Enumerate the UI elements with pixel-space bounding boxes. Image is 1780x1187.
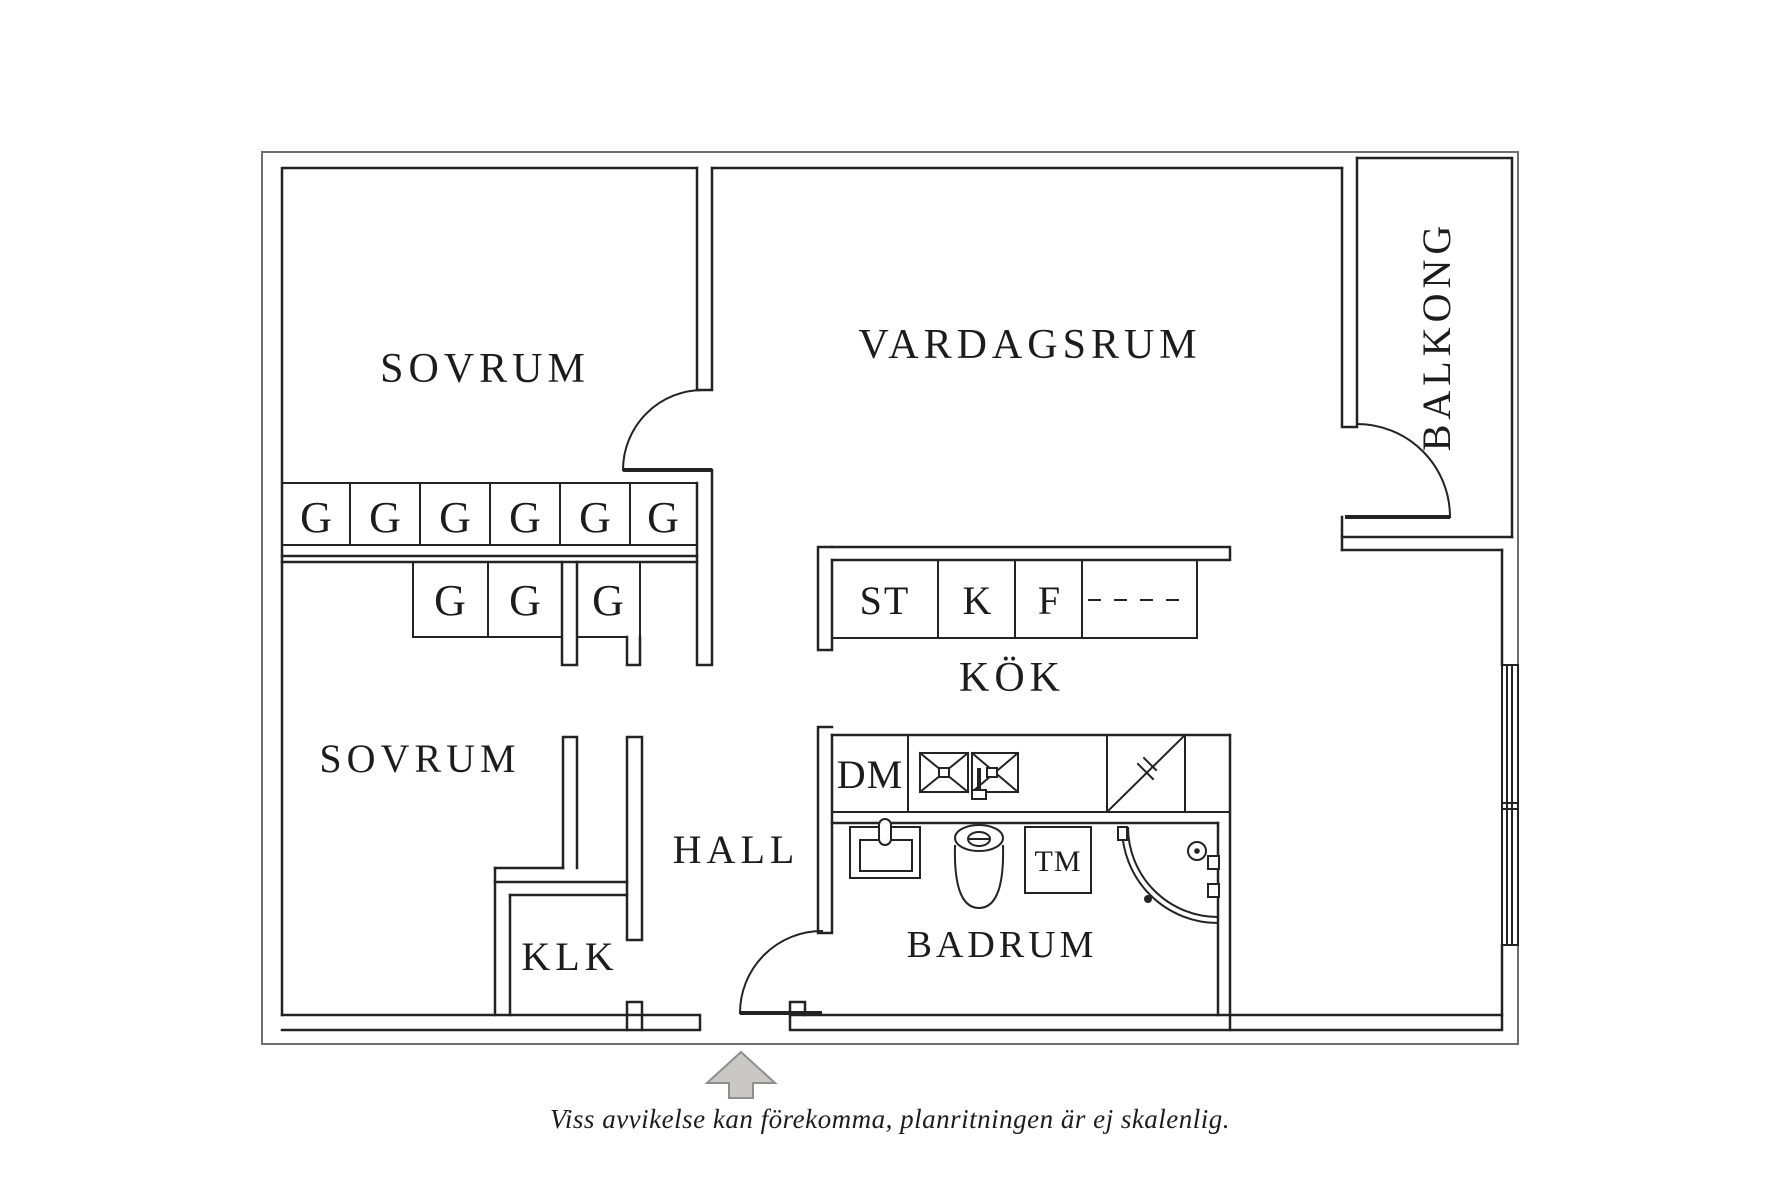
wardrobe-g-8: G: [509, 576, 541, 625]
room-label-living-room: VARDAGSRUM: [858, 322, 1201, 368]
kitchen-sink: [918, 751, 1020, 800]
room-label-kitchen: KÖK: [959, 655, 1065, 701]
room-label-hall: HALL: [673, 827, 800, 872]
wardrobe-g-3: G: [439, 493, 471, 542]
kitchen-upper-cabinets: [816, 545, 1232, 652]
balcony-door-arc: [1355, 422, 1452, 519]
bedroom2-walls: [280, 554, 699, 667]
washbasin: [849, 818, 921, 879]
label-tm: TM: [1035, 845, 1082, 878]
toilet: [953, 824, 1005, 910]
wardrobe-g-2: G: [369, 493, 401, 542]
bathroom-fixtures: [849, 818, 1220, 924]
klk-walls: [493, 866, 644, 1032]
appliance-labels: ST K F DM TM: [837, 578, 1082, 878]
label-f: F: [1038, 578, 1060, 623]
washing-machine: [1024, 826, 1092, 894]
shower-head-icon: [1187, 841, 1207, 861]
wardrobe-g-1: G: [300, 493, 332, 542]
wardrobe-g-9: G: [592, 576, 624, 625]
wardrobe-row-1: [281, 482, 698, 546]
bedroom1-wall-and-door: [621, 166, 714, 667]
stove-diagonal-symbol: [1105, 733, 1187, 814]
room-label-bedroom2: SOVRUM: [319, 736, 520, 781]
wardrobe-labels: G G G G G G G G G: [300, 493, 679, 625]
room-label-bathroom: BADRUM: [907, 924, 1098, 966]
wardrobe-g-4: G: [509, 493, 541, 542]
shower: [1117, 826, 1220, 924]
room-label-klk: KLK: [521, 934, 618, 979]
label-dm: DM: [837, 752, 903, 797]
disclaimer-text: Viss avvikelse kan förekomma, planritnin…: [550, 1104, 1230, 1134]
wardrobe-g-6: G: [647, 493, 679, 542]
room-label-bedroom1: SOVRUM: [380, 346, 590, 392]
label-st: ST: [860, 578, 911, 623]
window: [1501, 664, 1519, 946]
entrance-arrow-icon: [704, 1050, 778, 1099]
exterior-outline: [261, 151, 1519, 1045]
wardrobe-g-7: G: [434, 576, 466, 625]
wardrobe-g-5: G: [579, 493, 611, 542]
room-labels: SOVRUM VARDAGSRUM BALKONG KÖK SOVRUM HAL…: [319, 221, 1459, 979]
balcony-wall-and-door: [1340, 156, 1514, 552]
label-k: K: [963, 578, 992, 623]
recess-walls: [561, 735, 644, 942]
bedroom1-door-arc: [621, 388, 705, 472]
kitchen-lower-counter: [816, 725, 1232, 1032]
room-label-balcony: BALKONG: [1414, 221, 1459, 452]
bathroom-door-arc: [738, 929, 824, 1015]
